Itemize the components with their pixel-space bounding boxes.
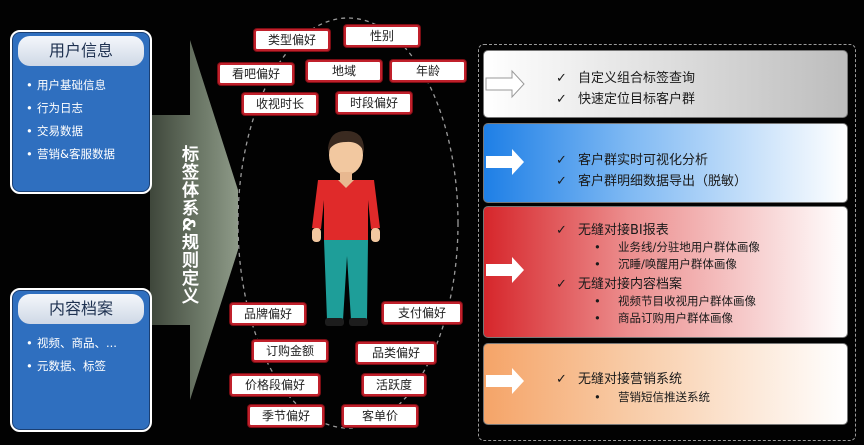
check-icon: ✓: [556, 153, 567, 168]
tag-order-amount: 订购金额: [252, 340, 328, 362]
bullet-item: •营销短信推送系统: [594, 390, 710, 404]
tag-payment-preference: 支付偏好: [382, 302, 462, 324]
source-title: 内容档案: [18, 294, 144, 324]
check-item: ✓快速定位目标客户群: [556, 92, 696, 107]
check-icon: ✓: [556, 174, 567, 189]
check-icon: ✓: [556, 223, 567, 238]
capability-panel-marketing: ✓无缝对接营销系统 •营销短信推送系统: [483, 343, 848, 425]
check-item: ✓客户群实时可视化分析: [556, 153, 709, 168]
bullet-item: •业务线/分驻地用户群体画像: [594, 240, 760, 254]
check-icon: ✓: [556, 71, 567, 86]
bullet-item: •视频节目收视用户群体画像: [594, 294, 756, 308]
arrow-right-icon: [485, 69, 525, 99]
tag-type-preference: 类型偏好: [254, 29, 330, 51]
tag-category-preference: 品类偏好: [356, 342, 436, 364]
tag-region: 地域: [306, 60, 382, 82]
tag-price-range-preference: 价格段偏好: [230, 374, 320, 396]
check-icon: ✓: [556, 92, 567, 107]
source-item: 交易数据: [26, 120, 150, 143]
check-item: ✓无缝对接BI报表: [556, 223, 669, 238]
tag-brand-preference: 品牌偏好: [230, 303, 306, 325]
bullet-item: •商品订购用户群体画像: [594, 311, 733, 325]
source-item: 行为日志: [26, 97, 150, 120]
capability-frame: [478, 44, 856, 441]
check-item: ✓客户群明细数据导出（脱敏）: [556, 174, 748, 189]
source-box-content-archive: 内容档案 视频、商品、... 元数据、标签: [10, 288, 152, 432]
check-item: ✓自定义组合标签查询: [556, 71, 696, 86]
tag-gender: 性别: [344, 25, 420, 47]
source-item: 用户基础信息: [26, 74, 150, 97]
capability-panel-query: ✓自定义组合标签查询 ✓快速定位目标客户群: [483, 50, 848, 118]
tag-watch-duration: 收视时长: [242, 93, 318, 115]
capability-panel-bi-integration: ✓无缝对接BI报表 •业务线/分驻地用户群体画像 •沉睡/唤醒用户群体画像 ✓无…: [483, 206, 848, 338]
source-item: 元数据、标签: [26, 355, 150, 378]
source-item: 营销&客服数据: [26, 143, 150, 166]
source-item-list: 用户基础信息 行为日志 交易数据 营销&客服数据: [12, 74, 150, 166]
arrow-label: 标签体系&规则定义: [178, 145, 198, 305]
tag-channel-preference: 看吧偏好: [218, 63, 294, 85]
arrow-right-icon: [486, 257, 524, 283]
tag-season-preference: 季节偏好: [248, 405, 324, 427]
tag-activity: 活跃度: [362, 374, 426, 396]
person-icon: [312, 130, 380, 326]
tag-time-preference: 时段偏好: [336, 92, 412, 114]
check-item: ✓无缝对接内容档案: [556, 277, 683, 292]
check-item: ✓无缝对接营销系统: [556, 372, 683, 387]
arrow-right-icon: [486, 368, 524, 394]
tag-ellipse: [237, 17, 459, 429]
check-icon: ✓: [556, 372, 567, 387]
source-item: 视频、商品、...: [26, 332, 150, 355]
source-box-user-info: 用户信息 用户基础信息 行为日志 交易数据 营销&客服数据: [10, 30, 152, 194]
bullet-item: •沉睡/唤醒用户群体画像: [594, 257, 737, 271]
source-title: 用户信息: [18, 36, 144, 66]
tag-unit-price: 客单价: [342, 405, 418, 427]
main-arrow-shape: [150, 40, 238, 400]
source-item-list: 视频、商品、... 元数据、标签: [12, 332, 150, 378]
arrow-right-icon: [486, 149, 524, 175]
tag-age: 年龄: [390, 60, 466, 82]
capability-panel-visualization: ✓客户群实时可视化分析 ✓客户群明细数据导出（脱敏）: [483, 123, 848, 203]
check-icon: ✓: [556, 277, 567, 292]
